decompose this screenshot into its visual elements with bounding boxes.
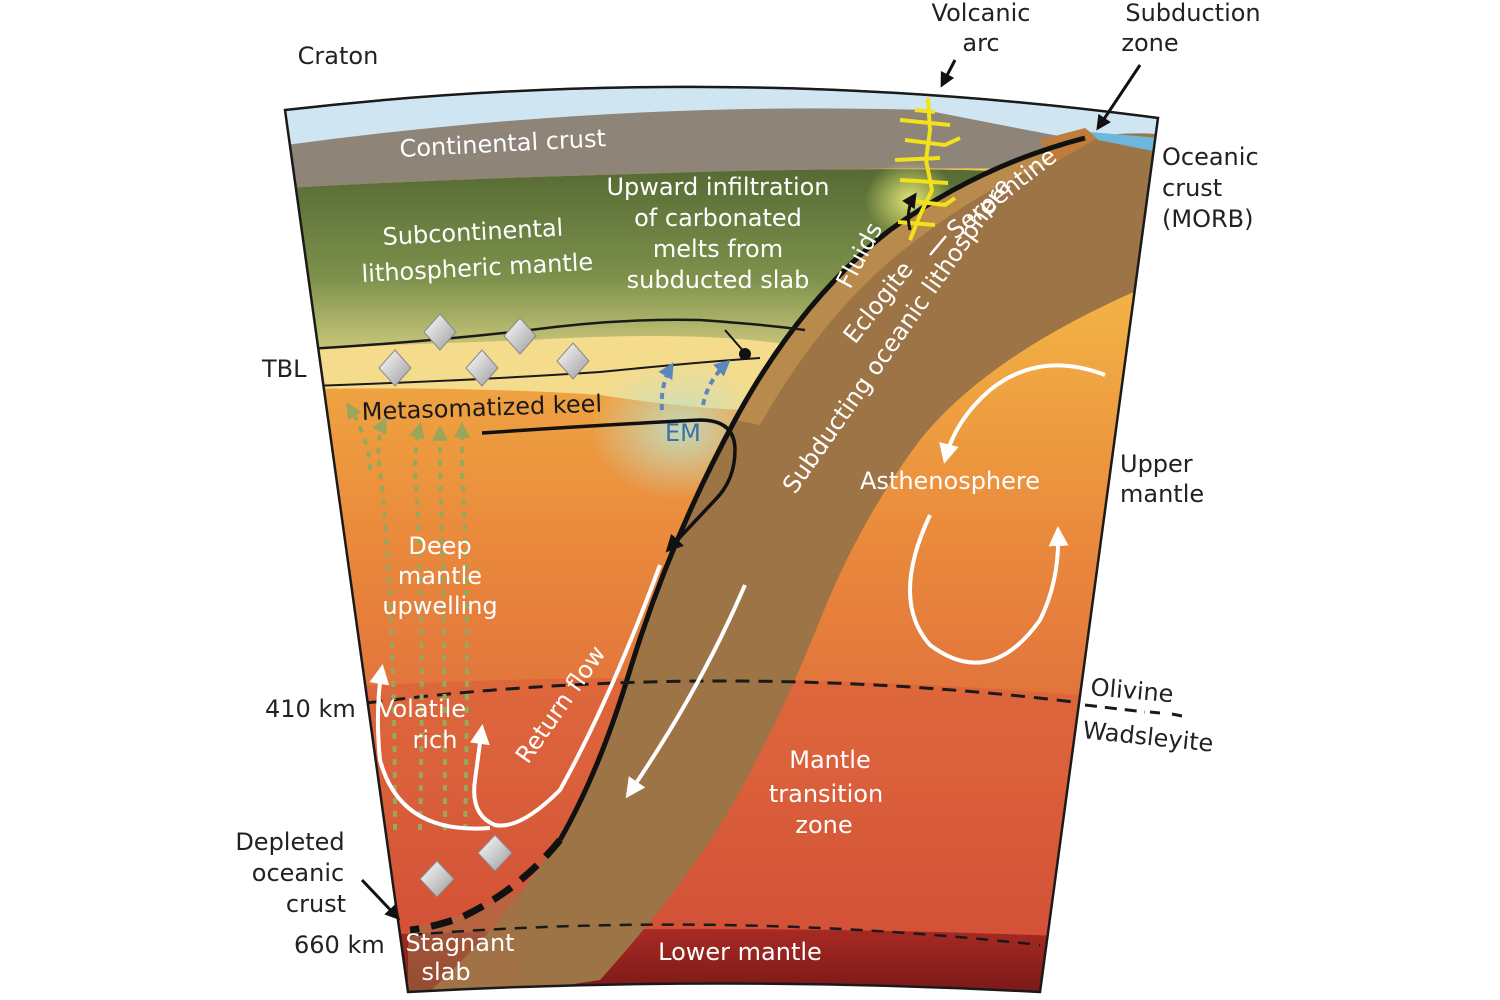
fracture-network-icon [894, 97, 961, 241]
volcanic-arc-label-2: arc [962, 29, 999, 57]
infiltration-label-3: melts from [653, 235, 783, 263]
diamond-icon [419, 860, 455, 898]
volatile-label-1: Volatile [378, 695, 466, 723]
transition-label-3: zone [795, 811, 852, 839]
upper-mantle-label-1: Upper [1120, 450, 1193, 478]
white-flow-arrows [369, 363, 1106, 831]
discontinuity-660-line [409, 923, 1041, 947]
upwelling-label-2: mantle [398, 562, 482, 590]
diamond-icons [378, 313, 590, 898]
wadsleyite-label: Wadsleyite [1081, 716, 1214, 758]
diamond-icon [378, 349, 412, 387]
transition-label-2: transition [769, 780, 883, 808]
surface-arc [284, 85, 1159, 119]
infiltration-point [739, 348, 751, 360]
slab-boundary-dashed [409, 837, 563, 934]
subducting-slab [420, 133, 1158, 992]
diamond-icon [477, 834, 513, 872]
depth-660-label: 660 km [294, 931, 385, 959]
stagnant-slab-fill [408, 890, 520, 992]
tbl-upper-line [285, 318, 806, 354]
em-arrow-left [658, 362, 674, 411]
tbl-label: TBL [261, 355, 307, 383]
diamond-icon [423, 313, 457, 351]
volcanic-arc-label-1: Volcanic [932, 0, 1031, 27]
infiltration-label-4: subducted slab [627, 266, 810, 294]
keel-flow-arrow [481, 418, 737, 553]
continental-crust-layer [285, 108, 1120, 190]
craton-label: Craton [298, 42, 379, 70]
earth-cross-section: Continental crust Subcontinental lithosp… [285, 86, 1158, 992]
diamond-icon [465, 349, 499, 387]
upper-mantle-label-2: mantle [1120, 480, 1204, 508]
depleted-crust-label-1: Depleted [235, 828, 344, 856]
volcanic-arc-arrow [940, 59, 957, 88]
transition-label-1: Mantle [789, 746, 870, 774]
asthenosphere-label: Asthenosphere [860, 467, 1040, 495]
em-label: EM [665, 419, 701, 447]
depleted-crust-label-3: crust [286, 890, 346, 918]
fluids-arrow [902, 192, 917, 231]
olivine-divider [1149, 710, 1183, 718]
depth-410-label: 410 km [265, 695, 356, 723]
infiltration-label-1: Upward infiltration [606, 173, 829, 201]
depleted-crust-label-2: oceanic [252, 859, 344, 887]
subduction-zone-label-2: zone [1121, 29, 1178, 57]
trench-water [1090, 132, 1158, 152]
subduction-zone-arrow [1096, 64, 1142, 131]
slab-crust [735, 150, 1060, 425]
upwelling-label-3: upwelling [382, 592, 497, 620]
upwelling-arrows [346, 402, 470, 831]
lower-mantle-label: Lower mantle [658, 938, 822, 966]
em-arrow-right [701, 359, 731, 406]
oceanic-crust-label-3: (MORB) [1162, 205, 1253, 233]
olivine-wadsleyite-line [1084, 703, 1146, 714]
subduction-zone-label-1: Subduction [1125, 0, 1260, 27]
eclogite-serpentine-divider [929, 235, 947, 256]
oceanic-crust-label-1: Oceanic [1162, 143, 1259, 171]
stagnant-slab-label-2: slab [421, 958, 470, 986]
slab-boundary-line [557, 135, 1086, 842]
infiltration-label-2: of carbonated [634, 204, 802, 232]
diamond-icon [556, 342, 590, 380]
upwelling-label-1: Deep [408, 532, 471, 560]
volatile-label-2: rich [413, 726, 458, 754]
stagnant-slab-label-1: Stagnant [405, 929, 514, 957]
diamond-icon [503, 317, 537, 355]
depleted-crust-arrow [360, 878, 401, 921]
olivine-label: Olivine [1089, 673, 1174, 708]
tbl-lower-line [285, 357, 761, 389]
oceanic-crust-label-2: crust [1162, 174, 1222, 202]
